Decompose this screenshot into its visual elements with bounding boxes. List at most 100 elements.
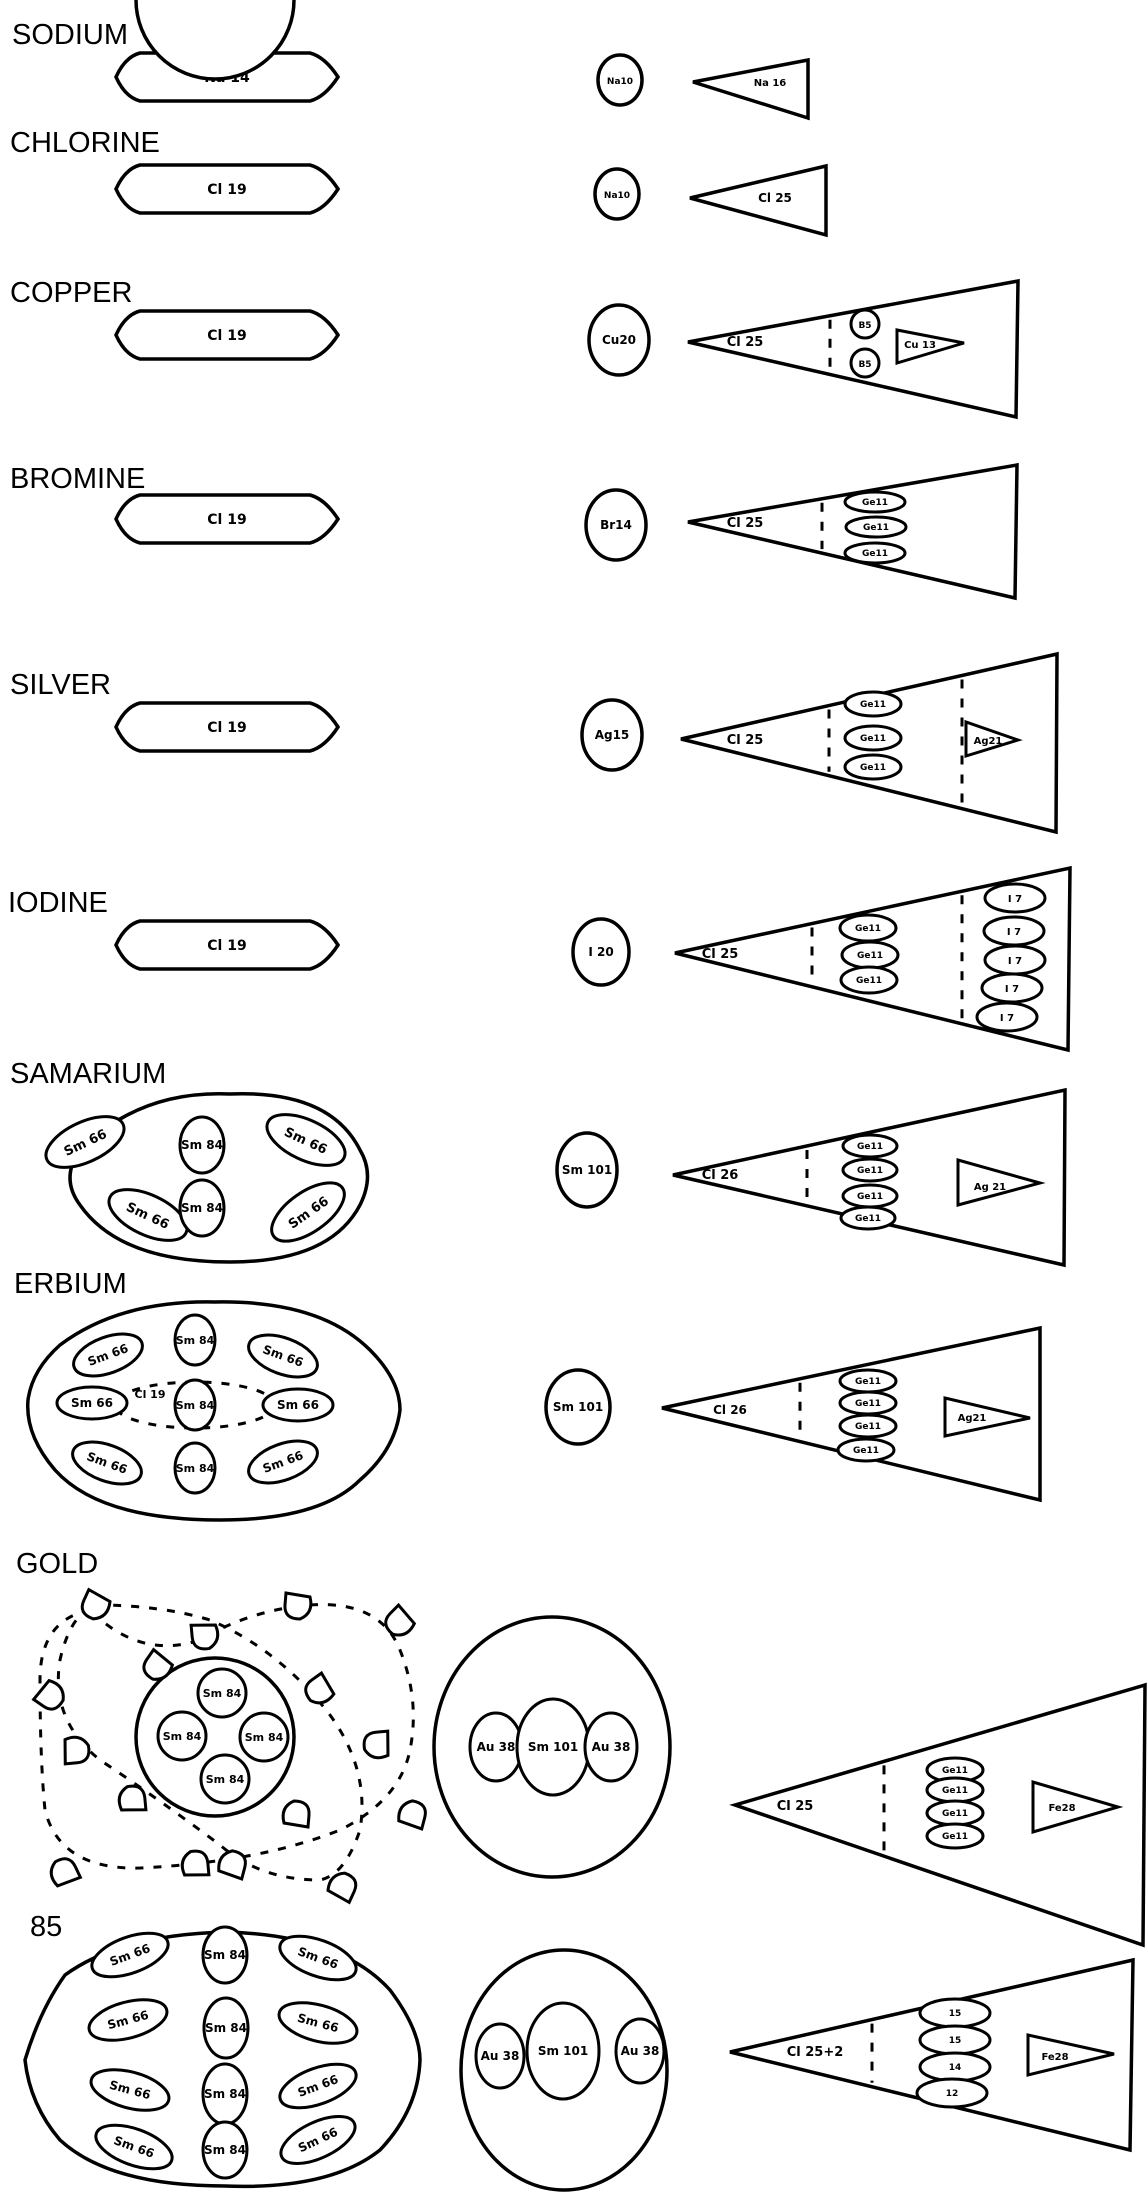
circle-label: Ag15 — [595, 728, 630, 742]
capsule-chlorine: Cl 19 — [114, 163, 341, 215]
row-title-silver: SILVER — [10, 669, 111, 701]
circle-label: Cu20 — [602, 333, 636, 347]
oval-label: Sm 84 — [176, 1399, 215, 1412]
oval-label: Sm 101 — [528, 1740, 578, 1754]
oval-au38 — [583, 1711, 639, 1783]
electron-icon — [281, 1799, 311, 1829]
electron-icon — [189, 1623, 220, 1651]
circle-label: Sm 101 — [562, 1163, 612, 1177]
electron-icon — [304, 1670, 336, 1705]
oval-outline — [201, 2120, 249, 2180]
circle-label: Na10 — [604, 191, 630, 201]
small-circle-label: B5 — [858, 360, 871, 370]
capsule-outline — [114, 919, 341, 971]
oval-label: Ge11 — [860, 763, 886, 773]
electron-icon — [80, 1587, 112, 1621]
capsule-copper: Cl 19 — [114, 309, 341, 361]
oval — [841, 1157, 899, 1183]
oval-label: I 7 — [1008, 956, 1022, 967]
oval-label: Sm 84 — [176, 1462, 215, 1475]
inner-triangle-label: Ag 21 — [974, 1182, 1006, 1193]
wedge-chlorine: Cl 25 — [689, 163, 828, 238]
oval-label: Au 38 — [621, 2044, 660, 2058]
electron-icon — [49, 1857, 83, 1888]
oval-sm66 — [265, 1113, 347, 1167]
oval-label: Ge11 — [855, 1422, 881, 1432]
oval-sm66 — [44, 1115, 126, 1169]
samarium-cluster: Sm 66 Sm 84 Sm 66 Sm 66 Sm 84 Sm 66 — [44, 1092, 370, 1264]
inner-triangle — [1026, 2033, 1115, 2077]
wedge-outline — [692, 57, 810, 121]
cluster-oval: Sm 66 — [87, 1998, 169, 2042]
oval-label: Sm 66 — [71, 1396, 113, 1410]
cluster-oval: Sm 84 — [201, 1925, 249, 1985]
oval-sm84 — [196, 1667, 248, 1719]
wedge-main-label: Cl 25 — [777, 1799, 814, 1814]
small-circle — [849, 347, 881, 379]
oval-label: Ge11 — [855, 1377, 881, 1387]
oval-label: Ge11 — [857, 1166, 883, 1176]
capsule-label: Cl 19 — [207, 512, 246, 528]
oval-label: Ge11 — [853, 1446, 879, 1456]
capsule-bromine: Cl 19 — [114, 493, 341, 545]
oval-outline — [277, 2001, 359, 2045]
electron-icon — [397, 1799, 427, 1831]
orbit-label: Cl 19 — [135, 1388, 166, 1401]
oval-au38 — [474, 2022, 526, 2090]
cluster-oval: Sm 66 — [279, 2115, 357, 2165]
wedge-main-label: Na 16 — [754, 78, 787, 89]
oval-label: Ge11 — [856, 976, 882, 986]
oval-outline — [87, 1998, 169, 2042]
oval-label: Ge11 — [862, 549, 888, 559]
oval-label: 15 — [949, 2036, 962, 2046]
inner-triangle — [895, 328, 965, 366]
circle-label: Br14 — [600, 518, 632, 532]
middle-circle-bromine: Br14 — [584, 488, 648, 562]
row-title-gold: GOLD — [16, 1548, 98, 1580]
oval-sm66 — [72, 1332, 144, 1378]
oval — [843, 690, 903, 718]
oval-label: Sm 84 — [206, 1773, 245, 1786]
oval-label: Ge11 — [855, 1214, 881, 1224]
oval — [843, 753, 903, 781]
inner-triangle — [1031, 1779, 1124, 1835]
oval-label: Sm 84 — [181, 1138, 223, 1152]
capsule-outline — [114, 309, 341, 361]
oval-sm101 — [525, 2001, 601, 2101]
middle-circle-silver: Ag15 — [580, 698, 644, 772]
oval-label: Au 38 — [592, 1740, 631, 1754]
oval-sm66 — [247, 1333, 319, 1379]
wedge-main-label: Cl 25 — [727, 733, 764, 748]
oval-label: Au 38 — [481, 2049, 520, 2063]
oval-sm84 — [199, 1753, 251, 1805]
capsule-outline — [114, 701, 341, 753]
oval — [915, 2077, 989, 2109]
cluster-oval: Sm 66 — [89, 2068, 171, 2112]
erbium-cluster: Sm 66 Sm 84 Sm 66 Sm 66 Cl 19 Sm 84 Sm 6… — [25, 1300, 402, 1522]
oval-outline — [278, 1934, 358, 1982]
oval-label: Sm 84 — [176, 1334, 215, 1347]
row-title-copper: COPPER — [10, 277, 132, 309]
middle-circle-erbium: Sm 101 — [544, 1368, 612, 1446]
wedge-main-label: Cl 25 — [758, 191, 792, 205]
oval-sm66 — [55, 1385, 129, 1421]
electron-icon — [180, 1849, 211, 1877]
circle-outline — [593, 167, 641, 221]
row-title-erbium: ERBIUM — [14, 1268, 127, 1300]
gold-big-circle: Au 38 Sm 101 Au 38 — [432, 1615, 672, 1879]
electron-icon — [142, 1647, 175, 1681]
oval-label: Ge11 — [855, 924, 881, 934]
oval-sm84 — [178, 1178, 226, 1238]
oval-label: Ge11 — [857, 951, 883, 961]
oval — [844, 515, 908, 539]
oval — [843, 490, 907, 514]
oval-outline — [201, 1925, 249, 1985]
small-circle — [849, 308, 881, 340]
electron-icon — [217, 1849, 247, 1881]
oval-label: Sm 84 — [204, 2087, 246, 2101]
figure-number: 85 — [30, 1911, 62, 1943]
oval-sm84 — [173, 1441, 217, 1495]
oval-label: Sm 84 — [163, 1730, 202, 1743]
circle-outline — [580, 698, 644, 772]
